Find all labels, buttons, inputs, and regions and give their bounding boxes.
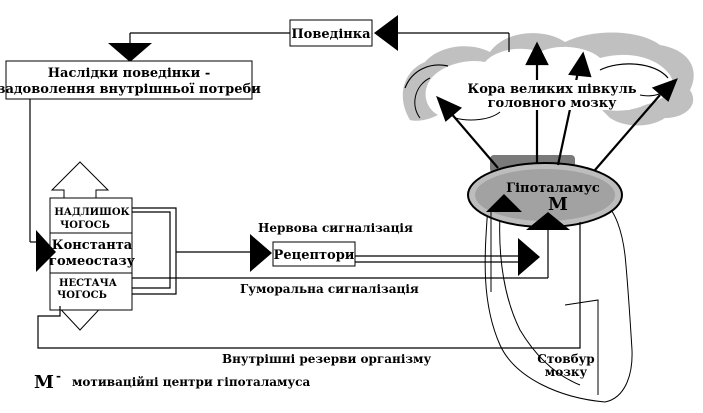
reserves-label: Внутрішні резерви організму [222, 352, 431, 366]
arrow-to-receptors [250, 234, 272, 272]
behavior-flow [108, 15, 510, 62]
brainstem-inner-line [499, 214, 581, 386]
hypothalamus-inner-arrow [486, 194, 522, 212]
receptors-node: Рецептори [272, 241, 356, 267]
homeostasis-output-lines [132, 207, 252, 295]
constant-label-line1: Константа [52, 238, 133, 253]
consequences-node: Наслідки поведінки - задоволення внутріш… [0, 60, 261, 100]
homeostasis-double-arrow: НАДЛИШОК ЧОГОСЬ Константа гомеостазу НЕС… [49, 161, 136, 331]
brainstem-label-line1: Стовбур [537, 352, 594, 366]
excess-label-line2: ЧОГОСЬ [60, 220, 110, 231]
behavior-node: Поведінка [289, 19, 373, 47]
reserves-loop [37, 222, 581, 349]
consequences-label-line1: Наслідки поведінки - [48, 66, 211, 81]
legend-dash: - [56, 369, 61, 383]
hypothalamus-m-label: M [548, 194, 568, 215]
legend-symbol: M [34, 372, 54, 393]
consequences-label-line2: задоволення внутрішньої потреби [0, 82, 261, 97]
nervous-signal-label: Нервова сигналізація [258, 221, 413, 235]
legend-text: мотиваційні центри гіпоталамуса [72, 375, 310, 389]
cortex-label-line1: Кора великих півкуль [467, 82, 636, 97]
legend: M - мотиваційні центри гіпоталамуса [34, 369, 310, 393]
constant-label-line2: гомеостазу [49, 254, 136, 269]
hypothalamus-label: Гіпоталамус [506, 181, 600, 196]
receptors-label: Рецептори [274, 248, 355, 263]
cortex-label-line2: головного мозку [488, 96, 618, 111]
excess-label-line1: НАДЛИШОК [54, 207, 129, 218]
brainstem-label-line2: мозку [545, 365, 588, 379]
arrow-into-homeostasis [36, 230, 56, 272]
brainstem-shape [484, 203, 633, 403]
behavior-label: Поведінка [291, 27, 371, 42]
humoral-signal-label: Гуморальна сигналізація [240, 282, 419, 296]
shortage-label-line2: ЧОГОСЬ [57, 290, 107, 301]
arrow-receptors-to-hypothalamus [518, 238, 540, 276]
arrow-humoral-to-hypothalamus [526, 212, 570, 230]
shortage-label-line1: НЕСТАЧА [59, 278, 118, 289]
